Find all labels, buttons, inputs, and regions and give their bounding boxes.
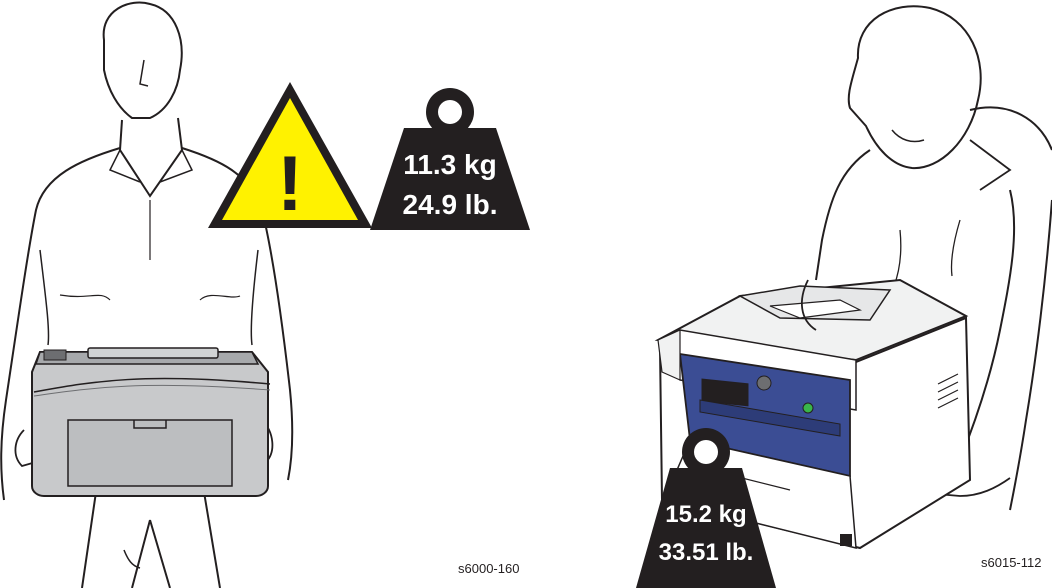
weight-icon: 11.3 kg 24.9 lb. [370, 88, 530, 230]
warning-exclamation: ! [277, 139, 303, 227]
weight-kg-label: 15.2 kg [665, 501, 746, 528]
person-carrying-multifunction-printer-illustration: 15.2 kg 33.51 lb. [540, 0, 1052, 588]
weight-kg-label: 11.3 kg [403, 149, 496, 180]
weight-lb-label: 24.9 lb. [403, 189, 498, 220]
person-left-arm [816, 150, 870, 280]
compact-printer [32, 348, 270, 496]
figure-id-label: s6000-160 [458, 561, 519, 576]
warning-triangle-icon: ! [208, 82, 372, 228]
person-collar [120, 118, 182, 196]
right-figure-panel: 15.2 kg 33.51 lb. s6015-112 [540, 0, 1052, 588]
person-head [104, 3, 182, 119]
person-head [849, 6, 981, 168]
weight-lb-label: 33.51 lb. [659, 539, 754, 566]
person-nose [140, 60, 148, 86]
left-figure-panel: ! 11.3 kg 24.9 lb. s6000-160 [0, 0, 540, 588]
person-carrying-printer-illustration: ! 11.3 kg 24.9 lb. [0, 0, 540, 588]
figure-id-label: s6015-112 [981, 555, 1041, 570]
